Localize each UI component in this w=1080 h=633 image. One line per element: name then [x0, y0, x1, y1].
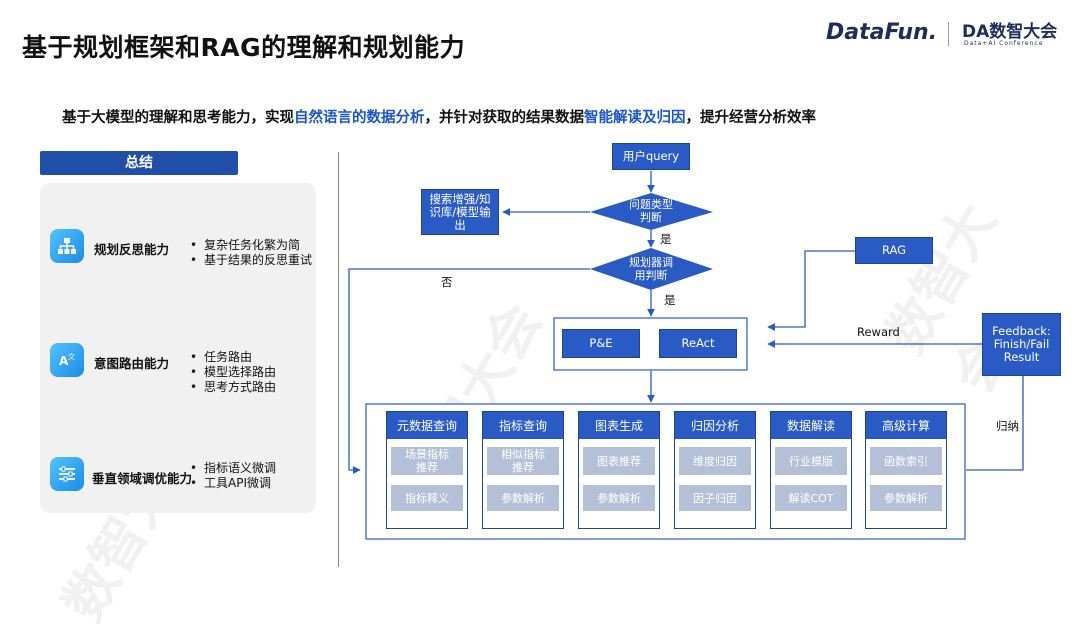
capability-title: 垂直领域调优能力 — [92, 471, 193, 486]
da-logo: DA数智大会 — [962, 22, 1058, 42]
planner-label: 规划器调 用判断 — [629, 256, 673, 282]
induction-label: 归纳 — [996, 419, 1019, 433]
svg-text:文: 文 — [68, 352, 75, 361]
capability-points: 复杂任务化繁为简 基于结果的反思重试 — [190, 238, 312, 268]
datafun-logo: DataFun. — [826, 20, 938, 45]
question-type-label: 问题类型 判断 — [629, 198, 673, 224]
capability-points: 任务路由 模型选择路由 思考方式路由 — [190, 350, 276, 395]
capability-point: 思考方式路由 — [190, 380, 276, 395]
yes-label: 是 — [664, 293, 676, 307]
capability-point: 工具API微调 — [190, 476, 276, 491]
tool-item: 相似指标 推荐 — [487, 447, 559, 475]
tool-item: 维度归因 — [679, 447, 751, 475]
question-type-diamond — [590, 193, 713, 230]
capability-point: 指标语义微调 — [190, 461, 276, 476]
subtitle-highlight: 自然语言的数据分析 — [294, 110, 425, 126]
reward-label: Reward — [857, 325, 900, 339]
tool-column-header: 图表生成 — [579, 412, 659, 439]
da-logo-subtitle: Data+AI Conference — [964, 40, 1044, 47]
pe-node: P&E — [562, 329, 640, 358]
tool-column: 高级计算 函数索引 参数解析 — [865, 411, 947, 529]
capability-point: 复杂任务化繁为简 — [190, 238, 312, 253]
capability-points: 指标语义微调 工具API微调 — [190, 461, 276, 491]
tool-item: 图表推荐 — [583, 447, 655, 475]
tool-item: 参数解析 — [870, 485, 942, 511]
tool-item: 指标释义 — [391, 485, 463, 511]
capability-point: 模型选择路由 — [190, 365, 276, 380]
tool-item: 函数索引 — [870, 447, 942, 475]
tool-item: 因子归因 — [679, 485, 751, 511]
sliders-icon — [50, 457, 84, 491]
capability-title: 意图路由能力 — [94, 356, 170, 371]
tool-column: 图表生成 图表推荐 参数解析 — [578, 411, 660, 529]
svg-text:A: A — [59, 354, 69, 368]
tool-column-header: 归因分析 — [675, 412, 755, 439]
tool-column: 元数据查询 场景指标 推荐 指标释义 — [386, 411, 468, 529]
no-label: 否 — [441, 275, 453, 289]
divider-line — [338, 152, 339, 567]
tool-item: 参数解析 — [583, 485, 655, 511]
capability-point: 基于结果的反思重试 — [190, 253, 312, 268]
tool-column-header: 数据解读 — [771, 412, 851, 439]
page-title: 基于规划框架和RAG的理解和规划能力 — [22, 33, 466, 62]
tool-column-header: 元数据查询 — [387, 412, 467, 439]
user-query-node: 用户query — [612, 143, 690, 170]
tool-item: 行业模版 — [775, 447, 847, 475]
tool-column: 数据解读 行业模版 解读COT — [770, 411, 852, 529]
tool-item: 场景指标 推荐 — [391, 447, 463, 475]
tool-item: 参数解析 — [487, 485, 559, 511]
tool-column-header: 高级计算 — [866, 412, 946, 439]
capability-title: 规划反思能力 — [94, 242, 170, 257]
tool-column-header: 指标查询 — [483, 412, 563, 439]
subtitle: 基于大模型的理解和思考能力，实现自然语言的数据分析，并针对获取的结果数据智能解读… — [62, 106, 816, 127]
yes-label: 是 — [660, 232, 672, 246]
subtitle-part: ，提升经营分析效率 — [685, 110, 817, 126]
react-node: ReAct — [659, 329, 737, 358]
tool-item: 解读COT — [775, 485, 847, 511]
logo-divider — [948, 22, 949, 46]
rag-node: RAG — [855, 237, 933, 264]
subtitle-highlight: 智能解读及归因 — [584, 110, 686, 126]
tool-column: 指标查询 相似指标 推荐 参数解析 — [482, 411, 564, 529]
capability-point: 任务路由 — [190, 350, 276, 365]
subtitle-part: 基于大模型的理解和思考能力，实现 — [62, 110, 294, 126]
summary-header: 总结 — [40, 151, 238, 175]
tool-column: 归因分析 维度归因 因子归因 — [674, 411, 756, 529]
hierarchy-icon — [50, 229, 84, 263]
planner-diamond — [590, 248, 713, 290]
search-enhance-node: 搜索增强/知 识库/模型输 出 — [421, 189, 499, 235]
subtitle-part: ，并针对获取的结果数据 — [424, 110, 585, 126]
feedback-node: Feedback: Finish/Fail Result — [982, 313, 1061, 376]
